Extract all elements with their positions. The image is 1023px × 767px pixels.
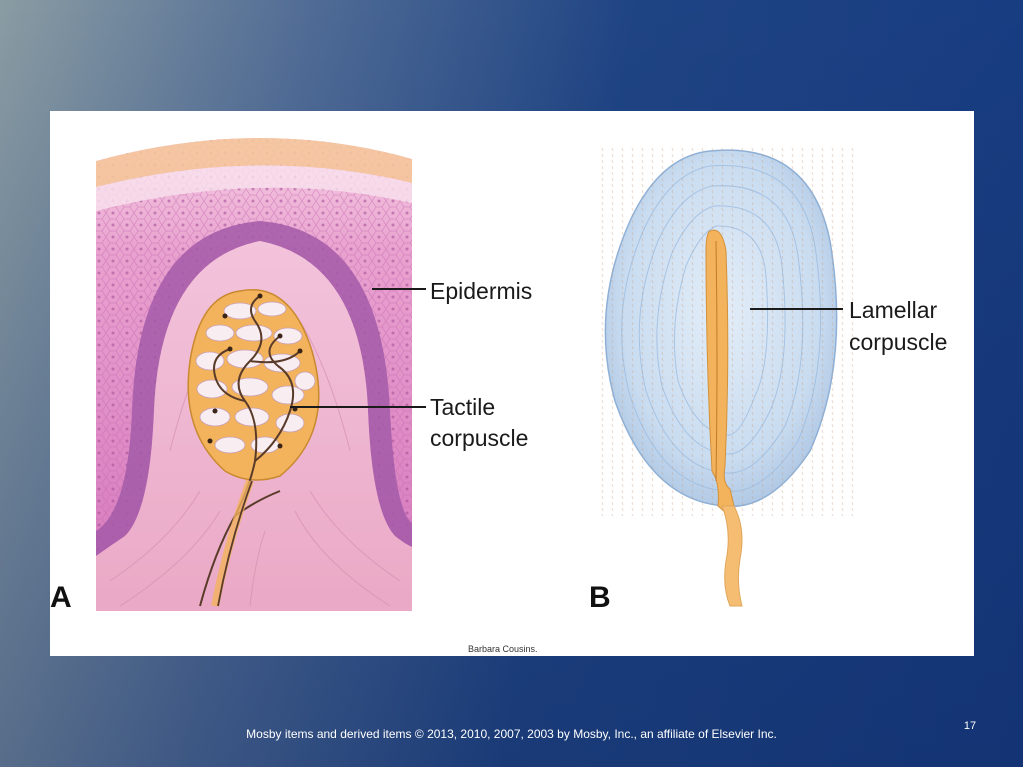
figure-illustration [96, 137, 974, 611]
panel-letter-b: B [589, 581, 611, 614]
copyright-footer: Mosby items and derived items © 2013, 20… [246, 727, 777, 741]
tactile-corpuscle-shape [187, 289, 320, 607]
nerve-fiber-stalk [721, 505, 743, 607]
lamellar-corpuscle-shape [595, 146, 855, 516]
tactile-corpuscle-label-line1: Tactile [430, 394, 496, 420]
skin-section-illustration [96, 137, 412, 611]
slide-number: 17 [963, 720, 977, 732]
panel-letter-a: A [50, 581, 72, 614]
tactile-corpuscle-label-line2: corpuscle [430, 425, 529, 451]
lamellar-corpuscle-label-line2: corpuscle [849, 329, 948, 355]
figure-panel: Epidermis Tactile corpuscle Lamellar cor… [50, 111, 974, 656]
lamellar-corpuscle-label-line1: Lamellar [849, 297, 938, 323]
epidermis-label: Epidermis [430, 278, 533, 304]
illustrator-credit: Barbara Cousins. [468, 644, 538, 654]
